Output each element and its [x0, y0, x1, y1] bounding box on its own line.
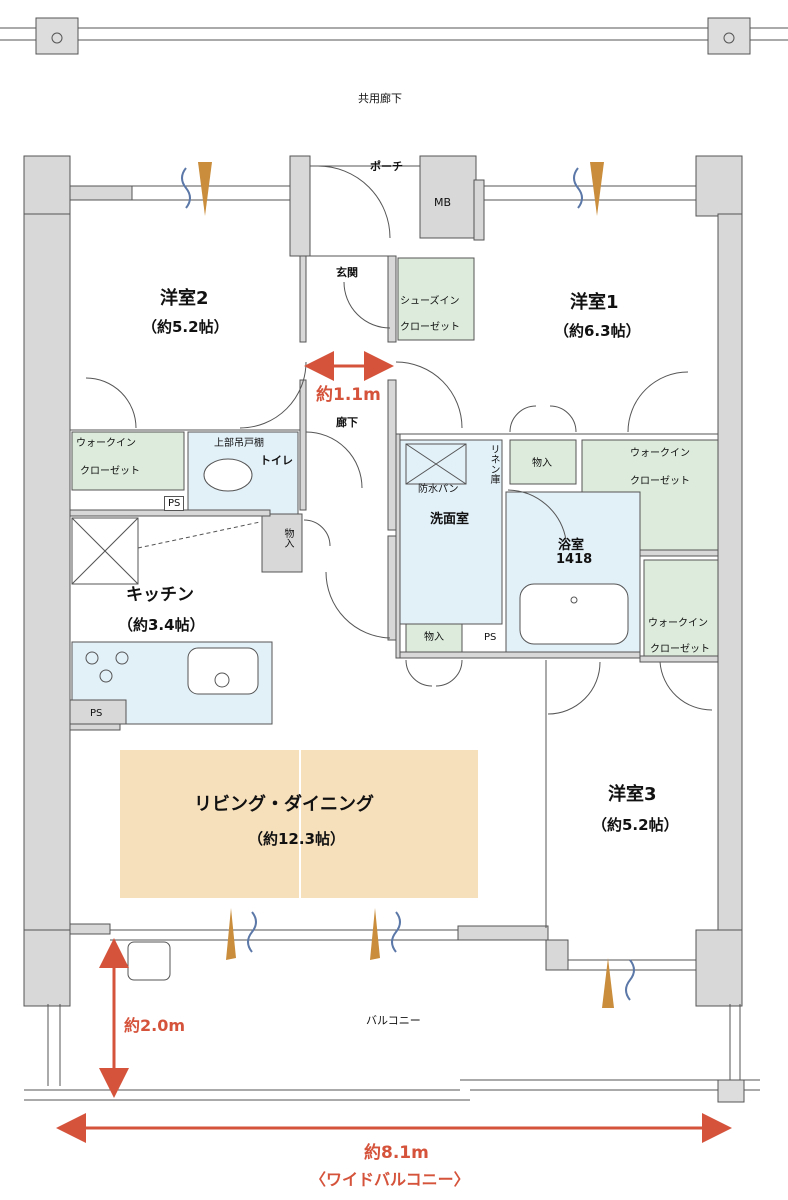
- storage-wash-label: 物入: [424, 632, 444, 643]
- ps-left-label: PS: [164, 496, 185, 511]
- corridor-label: 共用廊下: [358, 92, 402, 105]
- corridor-railing: [0, 17, 788, 55]
- entrance-label: 玄関: [336, 266, 358, 279]
- balcony-width-label: 約8.1m: [364, 1143, 429, 1163]
- kitchen-name: キッチン: [126, 585, 194, 605]
- dimension-lines: [56, 351, 732, 1143]
- shoe-closet-label-2: クローゼット: [400, 322, 460, 333]
- room3-name: 洋室3: [608, 784, 657, 805]
- linen-label: リネン庫: [488, 444, 499, 484]
- mb-label: MB: [434, 196, 452, 209]
- room3-size: （約5.2帖）: [592, 816, 679, 834]
- room1-size: （約6.3帖）: [554, 322, 641, 340]
- upper-shelf-label: 上部吊戸棚: [214, 438, 264, 449]
- storage-center-label: 物入: [282, 528, 293, 548]
- wide-balcony-label: 〈ワイドバルコニー〉: [310, 1170, 470, 1189]
- wic-r3-label-1: ウォークイン: [648, 618, 708, 629]
- kitchen-size: （約3.4帖）: [118, 616, 205, 634]
- hall-width-label: 約1.1m: [316, 385, 381, 405]
- balcony-label: バルコニー: [366, 1014, 421, 1027]
- bath-name: 浴室: [558, 538, 585, 553]
- wic-r3-label-2: クローゼット: [650, 644, 710, 655]
- storage-right-label: 物入: [532, 458, 552, 469]
- door-swings: [85, 165, 713, 715]
- hall-label: 廊下: [336, 416, 358, 429]
- toilet-label: トイレ: [260, 454, 293, 467]
- room2-name: 洋室2: [160, 288, 209, 309]
- waterproof-pan-label: 防水パン: [418, 484, 459, 495]
- living-size: （約12.3帖）: [248, 830, 346, 848]
- bath-size: 1418: [556, 552, 593, 567]
- wic-right-label-2: クローゼット: [630, 476, 690, 487]
- balcony-depth-label: 約2.0m: [124, 1016, 186, 1035]
- wic-left-label-2: クローゼット: [80, 466, 140, 477]
- ps-kitchen-label: PS: [90, 708, 103, 719]
- ps-wash-label: PS: [484, 632, 497, 643]
- wic-right-label-1: ウォークイン: [630, 448, 690, 459]
- walls: [23, 155, 743, 1007]
- fixtures: [71, 443, 629, 695]
- balcony-structure: [24, 941, 760, 1103]
- wic-left-label-1: ウォークイン: [76, 438, 136, 449]
- room2-size: （約5.2帖）: [142, 318, 229, 336]
- shoe-closet-label-1: シューズイン: [400, 296, 460, 307]
- porch-label: ポーチ: [370, 160, 403, 173]
- washroom-label: 洗面室: [430, 512, 470, 527]
- living-name: リビング・ダイニング: [194, 794, 374, 815]
- room1-name: 洋室1: [570, 292, 619, 313]
- room-lines: [70, 165, 718, 971]
- window-arrows: [181, 162, 635, 1008]
